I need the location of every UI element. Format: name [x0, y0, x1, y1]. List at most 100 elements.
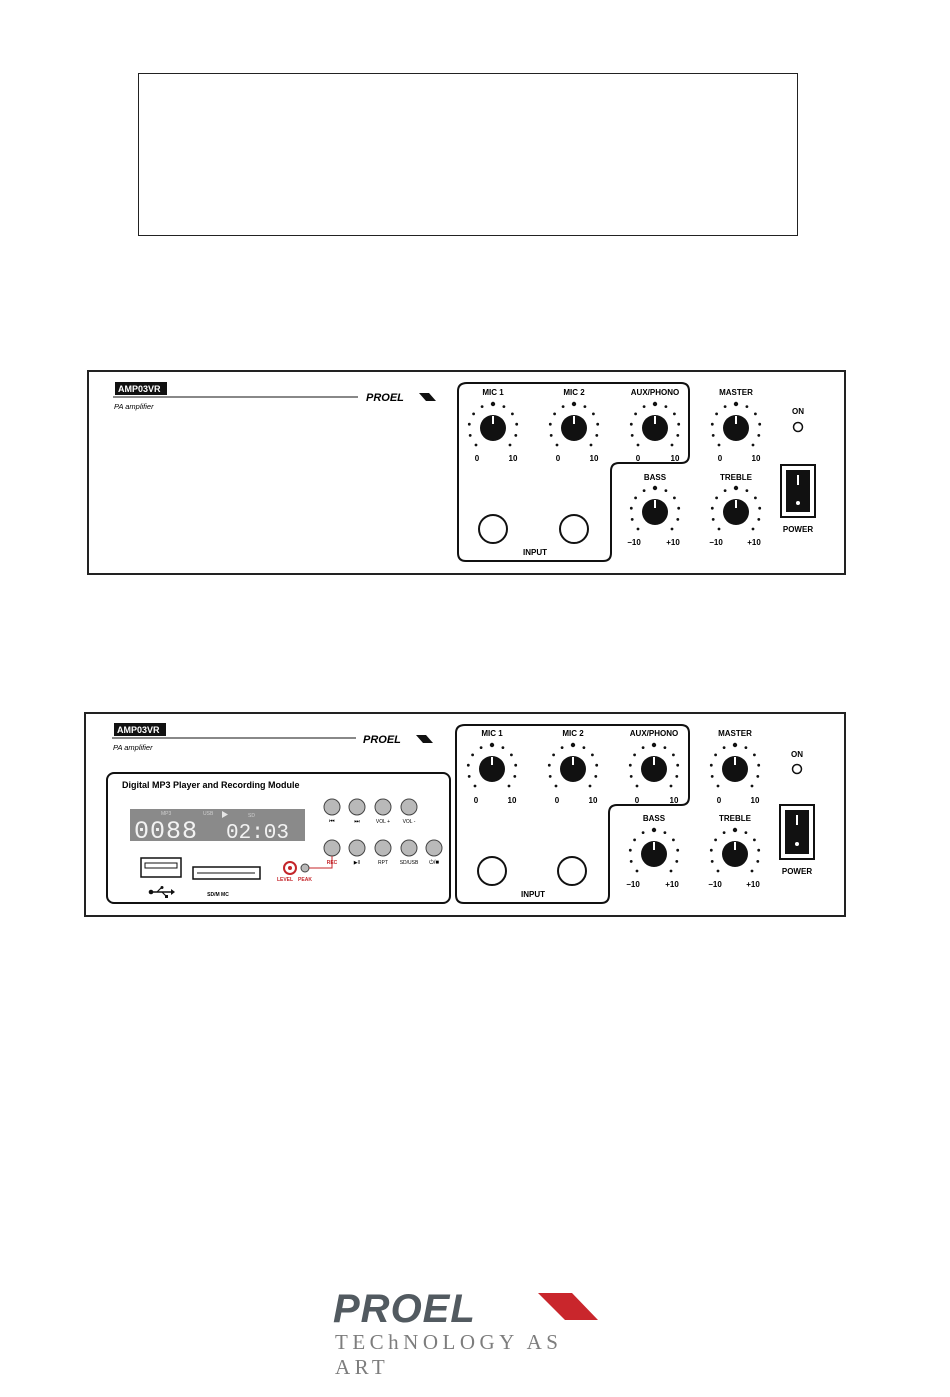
- knob-tick: [474, 443, 478, 447]
- knob-mic1[interactable]: [466, 742, 518, 788]
- knob-tick: [732, 827, 738, 833]
- knob-tick: [629, 860, 633, 863]
- knob-tick: [676, 434, 680, 437]
- knob-tick: [676, 848, 680, 852]
- knob-mic1[interactable]: [467, 401, 519, 447]
- knob-aux[interactable]: [628, 742, 680, 788]
- power-led: [791, 763, 803, 775]
- knob-tick: [757, 848, 761, 852]
- knob-tick: [630, 434, 634, 437]
- knob-tick: [634, 496, 637, 500]
- vol-down-button[interactable]: [400, 798, 418, 816]
- knob-body[interactable]: [642, 415, 668, 441]
- play-pause-label: ▶II: [354, 860, 361, 866]
- treble-max: +10: [746, 880, 760, 889]
- knob-tick: [555, 443, 559, 447]
- knob-tick: [592, 412, 595, 416]
- prev-label: ⏮: [329, 819, 335, 825]
- knob-tick: [717, 527, 721, 531]
- repeat-button[interactable]: [374, 839, 392, 857]
- knob-aux[interactable]: [629, 401, 681, 447]
- knob-tick: [676, 518, 680, 521]
- knob-tick: [651, 742, 657, 748]
- knob-body[interactable]: [560, 756, 586, 782]
- knob-tick: [629, 506, 633, 510]
- sd-usb-button[interactable]: [400, 839, 418, 857]
- power-label: POWER: [783, 525, 813, 534]
- bass-label: BASS: [643, 814, 666, 823]
- knob-master[interactable]: [710, 401, 762, 447]
- rec-button[interactable]: [323, 839, 341, 857]
- peak-label: PEAK: [298, 877, 312, 883]
- input-jack-2[interactable]: [557, 856, 587, 886]
- knob-tick: [514, 763, 518, 767]
- knob-tick: [732, 742, 738, 748]
- knob-body[interactable]: [723, 415, 749, 441]
- knob-mic2[interactable]: [548, 401, 600, 447]
- mic2-max: 10: [589, 796, 598, 805]
- vol-up-label: VOL +: [376, 819, 390, 825]
- vol-up-button[interactable]: [374, 798, 392, 816]
- knob-body[interactable]: [641, 841, 667, 867]
- knob-body[interactable]: [722, 841, 748, 867]
- input-jack-2[interactable]: [559, 514, 589, 544]
- panel-brand: PROEL: [363, 734, 401, 746]
- knob-tick: [651, 827, 657, 833]
- vol-down-label: VOL -: [403, 819, 416, 825]
- knob-tick: [663, 746, 667, 749]
- knob-tick: [675, 775, 679, 778]
- knob-tick: [750, 784, 754, 788]
- aux-label: AUX/PHONO: [630, 729, 678, 738]
- treble-label: TREBLE: [720, 473, 753, 482]
- knob-body[interactable]: [722, 756, 748, 782]
- knob-tick: [669, 869, 673, 873]
- knob-tick: [758, 506, 762, 510]
- aux-max: 10: [670, 796, 679, 805]
- knob-body[interactable]: [723, 499, 749, 525]
- next-label: ⏭: [354, 819, 360, 825]
- knob-tick: [676, 763, 680, 767]
- prev-button[interactable]: [323, 798, 341, 816]
- knob-tick: [716, 784, 720, 788]
- input-jack-1[interactable]: [478, 514, 508, 544]
- knob-tick: [753, 753, 756, 757]
- on-label: ON: [791, 750, 803, 759]
- knob-treble[interactable]: [709, 827, 761, 873]
- knob-tick: [547, 763, 551, 767]
- knob-mic2[interactable]: [547, 742, 599, 788]
- knob-body[interactable]: [480, 415, 506, 441]
- knob-tick: [595, 434, 599, 437]
- knob-body[interactable]: [479, 756, 505, 782]
- knob-tick: [628, 763, 632, 767]
- power-stop-button[interactable]: [425, 839, 443, 857]
- knob-tick: [664, 489, 668, 492]
- footer-logo-text: PROEL: [333, 1287, 476, 1330]
- knob-body[interactable]: [641, 756, 667, 782]
- knob-body[interactable]: [642, 499, 668, 525]
- mic2-label: MIC 2: [562, 729, 584, 738]
- knob-tick: [733, 485, 739, 491]
- knob-tick: [582, 746, 586, 749]
- knob-tick: [677, 506, 681, 510]
- play-pause-button[interactable]: [348, 839, 366, 857]
- knob-tick: [672, 838, 675, 842]
- lcd-mp3: MP3: [161, 811, 172, 817]
- knob-master[interactable]: [709, 742, 761, 788]
- knob-tick: [754, 496, 757, 500]
- knob-tick: [570, 742, 576, 748]
- knob-tick: [635, 784, 639, 788]
- knob-tick: [663, 831, 667, 834]
- knob-treble[interactable]: [710, 485, 762, 531]
- knob-tick: [677, 422, 681, 426]
- lcd-sd: SD: [248, 813, 255, 819]
- input-label: INPUT: [523, 548, 547, 557]
- knob-tick: [641, 831, 645, 834]
- knob-bass[interactable]: [629, 485, 681, 531]
- input-jack-1[interactable]: [477, 856, 507, 886]
- next-button[interactable]: [348, 798, 366, 816]
- knob-bass[interactable]: [628, 827, 680, 873]
- knob-tick: [548, 422, 552, 426]
- knob-tick: [756, 775, 760, 778]
- mic2-max: 10: [590, 454, 599, 463]
- knob-body[interactable]: [561, 415, 587, 441]
